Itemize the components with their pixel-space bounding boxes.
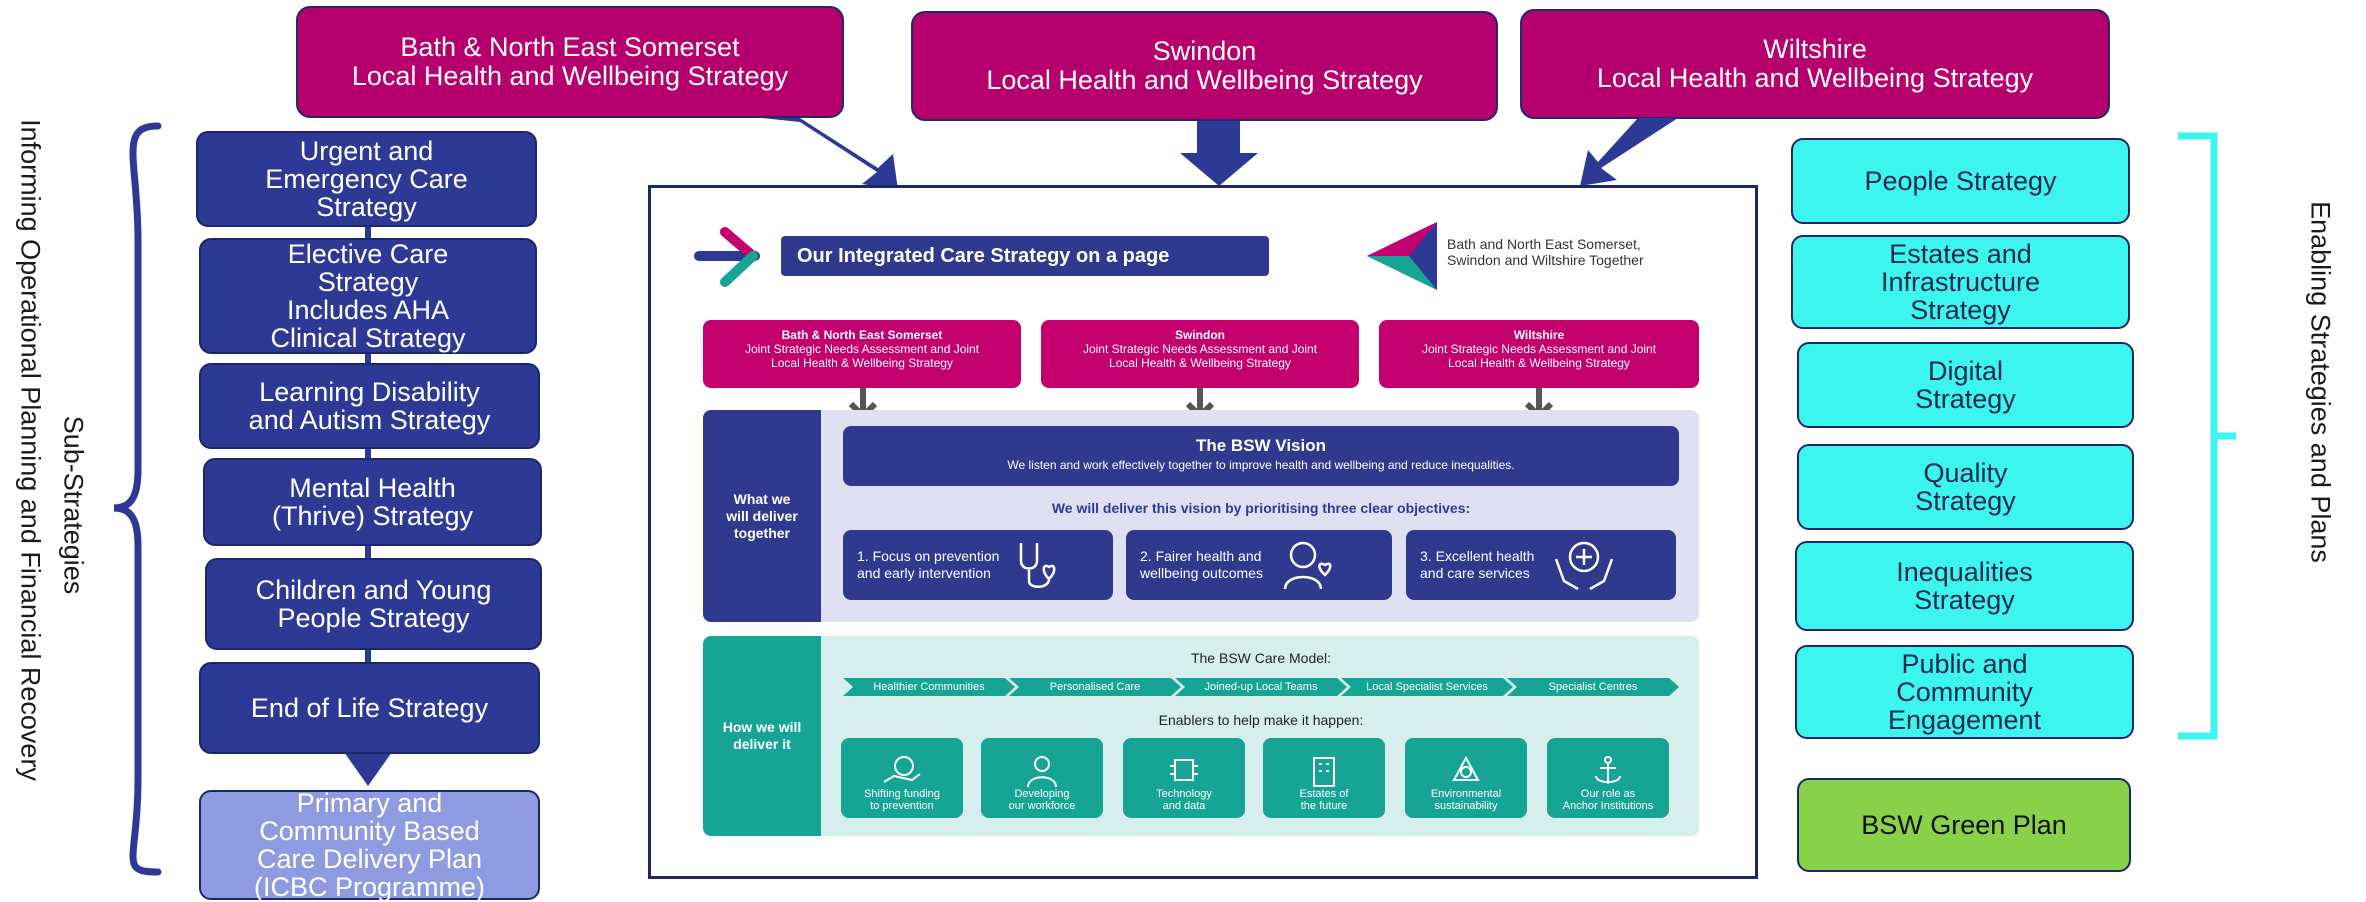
learning-disability-autism-strategy: Learning Disability and Autism Strategy	[199, 363, 540, 449]
jsna-wiltshire-text: Joint Strategic Needs Assessment and Joi…	[1421, 342, 1657, 370]
card-title: Our Integrated Care Strategy on a page	[781, 236, 1269, 276]
public-community-engagement: Public and Community Engagement	[1795, 645, 2134, 739]
anchor-icon	[1595, 756, 1621, 784]
integrated-care-strategy-card: Our Integrated Care Strategy on a page B…	[648, 185, 1758, 879]
urgent-emergency-care-strategy: Urgent and Emergency Care Strategy	[196, 131, 537, 227]
objective-prevention-label: 1. Focus on prevention and early interve…	[857, 548, 1000, 581]
hands-cross-icon	[1555, 541, 1614, 591]
jsna-bnes-text: Joint Strategic Needs Assessment and Joi…	[744, 342, 980, 370]
jsna-wiltshire: Wiltshire Joint Strategic Needs Assessme…	[1379, 320, 1699, 388]
chip-icon	[1170, 759, 1198, 781]
enabler-anchor: Our role as Anchor Institutions	[1547, 738, 1669, 818]
bsw-vision-banner: The BSW Vision We listen and work effect…	[843, 426, 1679, 486]
care-model-title: The BSW Care Model:	[1190, 650, 1332, 666]
care-model-step: Personalised Care	[1009, 678, 1181, 696]
wiltshire-strategy-box: Wiltshire Local Health and Wellbeing Str…	[1520, 9, 2110, 119]
down-arrow-icon	[344, 752, 392, 786]
quality-strategy: Quality Strategy	[1797, 444, 2134, 530]
care-model-step: Local Specialist Services	[1341, 678, 1513, 696]
bnes-strategy-box: Bath & North East Somerset Local Health …	[296, 6, 844, 118]
vision-title: The BSW Vision	[1195, 436, 1327, 455]
digital-strategy: Digital Strategy	[1797, 342, 2134, 428]
mental-health-strategy: Mental Health (Thrive) Strategy	[203, 458, 542, 546]
enabler-workforce: Developing our workforce	[981, 738, 1103, 818]
jsna-swindon-title: Swindon	[1175, 328, 1225, 342]
right-vertical-label: Enabling Strategies and Plans	[2305, 201, 2336, 563]
children-young-people-strategy: Children and Young People Strategy	[205, 558, 542, 650]
jsna-bnes-title: Bath & North East Somerset	[781, 328, 943, 342]
enabler-estates-label: Estates of the future	[1299, 788, 1349, 812]
jsna-swindon-text: Joint Strategic Needs Assessment and Joi…	[1082, 342, 1318, 370]
objectives-intro: We will deliver this vision by prioritis…	[1051, 500, 1471, 516]
enabler-environment-label: Environmental sustainability	[1430, 788, 1502, 812]
enabler-technology: Technology and data	[1123, 738, 1245, 818]
inequalities-strategy: Inequalities Strategy	[1795, 541, 2134, 631]
objective-excellent-care: 3. Excellent health and care services	[1406, 530, 1676, 600]
jsna-wiltshire-title: Wiltshire	[1513, 328, 1565, 342]
arrow-swindon	[1180, 121, 1258, 186]
care-model-step: Joined-up Local Teams	[1175, 678, 1347, 696]
objective-fairer-health-label: 2. Fairer health and wellbeing outcomes	[1140, 548, 1263, 581]
strategy-arrow-logo-icon	[694, 227, 760, 287]
jsna-swindon: Swindon Joint Strategic Needs Assessment…	[1041, 320, 1359, 388]
swindon-strategy-box: Swindon Local Health and Wellbeing Strat…	[911, 11, 1498, 121]
enabler-anchor-label: Our role as Anchor Institutions	[1562, 788, 1654, 812]
arrow-wiltshire	[1580, 118, 1678, 186]
doctor-icon	[1027, 756, 1057, 788]
vision-text: We listen and work effectively together …	[1007, 458, 1515, 472]
end-of-life-strategy: End of Life Strategy	[199, 662, 540, 754]
people-strategy: People Strategy	[1791, 138, 2130, 224]
enabler-funding-label: Shifting funding to prevention	[864, 788, 940, 812]
person-heart-icon	[1283, 541, 1332, 590]
enabler-technology-label: Technology and data	[1156, 788, 1212, 812]
building-icon	[1313, 757, 1335, 787]
care-model-step: Healthier Communities	[843, 678, 1015, 696]
elective-care-strategy: Elective Care Strategy Includes AHA Clin…	[199, 238, 537, 354]
hand-coin-icon	[883, 756, 921, 783]
right-bracket	[2178, 132, 2236, 740]
enabler-environment: Environmental sustainability	[1405, 738, 1527, 818]
care-model-step: Specialist Centres	[1507, 678, 1679, 696]
objective-fairer-health: 2. Fairer health and wellbeing outcomes	[1126, 530, 1392, 600]
bsw-green-plan: BSW Green Plan	[1797, 778, 2131, 872]
enabler-workforce-label: Developing our workforce	[1008, 788, 1076, 812]
what-we-deliver-label: What we will deliver together	[703, 410, 821, 622]
sub-strategies-label: Sub-Strategies	[58, 415, 89, 595]
recycle-icon	[1452, 755, 1480, 781]
estates-infrastructure-strategy: Estates and Infrastructure Strategy	[1791, 235, 2130, 329]
stethoscope-heart-icon	[1020, 543, 1056, 588]
bsw-together-logo-icon	[1367, 222, 1437, 290]
left-vertical-label: Informing Operational Planning and Finan…	[15, 119, 46, 781]
bsw-together-logo-text: Bath and North East Somerset, Swindon an…	[1447, 236, 1644, 268]
objective-prevention: 1. Focus on prevention and early interve…	[843, 530, 1113, 600]
left-brace	[113, 122, 162, 876]
how-we-deliver-label: How we will deliver it	[703, 636, 821, 836]
arrow-bnes	[762, 118, 898, 190]
enablers-title: Enablers to help make it happen:	[1158, 712, 1364, 728]
enabler-funding: Shifting funding to prevention	[841, 738, 963, 818]
jsna-bnes: Bath & North East Somerset Joint Strateg…	[703, 320, 1021, 388]
objective-excellent-care-label: 3. Excellent health and care services	[1420, 548, 1535, 581]
enabler-estates: Estates of the future	[1263, 738, 1385, 818]
primary-community-care-plan: Primary and Community Based Care Deliver…	[199, 789, 540, 901]
top-arrows	[762, 118, 1678, 190]
